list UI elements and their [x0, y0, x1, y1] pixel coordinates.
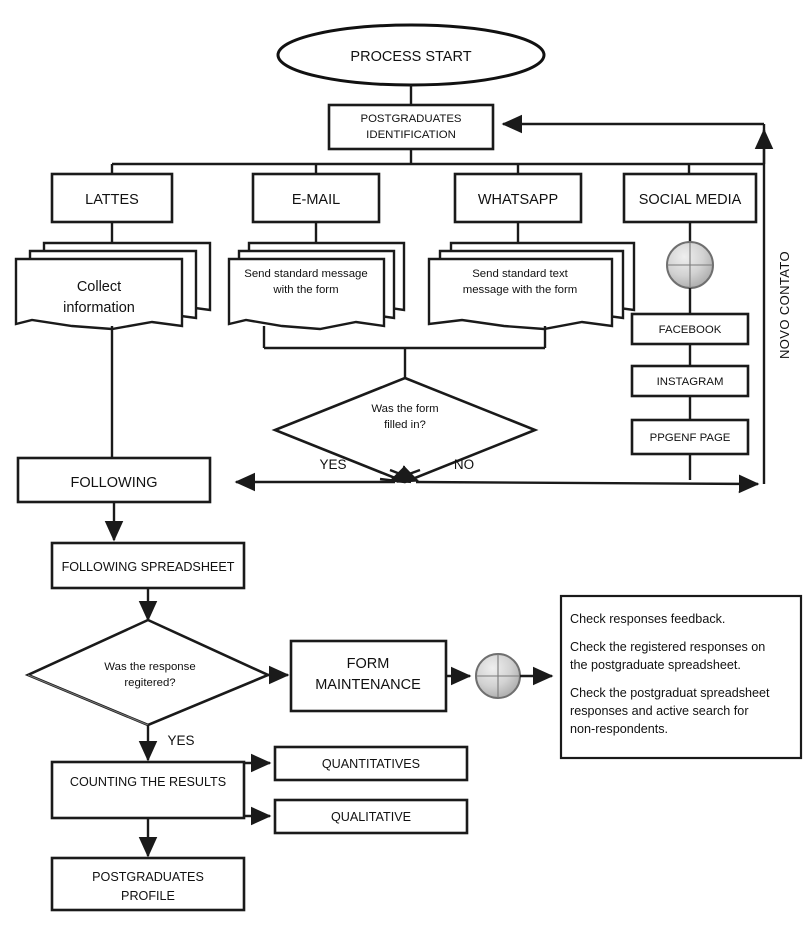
counting-results-box[interactable]	[50, 760, 246, 820]
form-maintenance-box[interactable]	[289, 639, 448, 713]
form-maintenance-line-2: MAINTENANCE	[315, 677, 421, 693]
social-media-junction-cross-icon	[667, 242, 713, 288]
channel-box-social-media[interactable]	[622, 172, 758, 224]
note-line-5: responses and active search for	[570, 704, 749, 718]
postgraduates-identification-box	[327, 103, 495, 151]
document-whatsapp-line-2: message with the form	[463, 284, 578, 296]
branch-label-no: NO	[454, 457, 474, 472]
social-page-label-instagram: INSTAGRAM	[657, 376, 724, 388]
result-label-quantitatives: QUANTITATIVES	[322, 757, 420, 771]
social-page-label-ppgenf: PPGENF PAGE	[650, 432, 731, 444]
social-page-box-instagram[interactable]	[630, 364, 750, 398]
note-line-1: Check responses feedback.	[570, 612, 725, 626]
channel-box-email[interactable]	[251, 172, 381, 224]
process-start-label: PROCESS START	[350, 49, 471, 65]
postgraduates-profile-box[interactable]	[50, 856, 246, 912]
following-label: FOLLOWING	[70, 475, 157, 491]
result-label-qualitative: QUALITATIVE	[331, 810, 411, 824]
identification-line-1: POSTGRADUATES	[360, 113, 461, 125]
counting-results-label: COUNTING THE RESULTS	[70, 775, 226, 789]
document-lattes-line-1: Collect	[77, 279, 121, 295]
note-line-3: the postgraduate spreadsheet.	[570, 658, 741, 672]
document-stack-email-layer-1	[227, 257, 386, 331]
note-line-6: non-respondents.	[570, 722, 668, 736]
form-maintenance-junction-cross-icon	[476, 654, 520, 698]
note-line-4: Check the postgraduat spreadsheet	[570, 686, 770, 700]
document-whatsapp-line-1: Send standard text	[472, 268, 568, 280]
decision-form-line-1: Was the form	[371, 403, 438, 415]
channel-label-social-media: SOCIAL MEDIA	[639, 192, 742, 208]
following-spreadsheet-label: FOLLOWING SPREADSHEET	[62, 560, 235, 574]
note-box	[559, 594, 803, 760]
profile-line-1: POSTGRADUATES	[92, 870, 204, 884]
edge-no-to-loop	[415, 474, 760, 494]
result-box-qualitative[interactable]	[273, 798, 469, 835]
social-page-label-facebook: FACEBOOK	[659, 324, 722, 336]
note-line-2: Check the registered responses on	[570, 640, 765, 654]
form-maintenance-line-1: FORM	[347, 656, 390, 672]
social-page-box-facebook[interactable]	[630, 312, 750, 346]
channel-label-whatsapp: WHATSAPP	[478, 192, 558, 208]
channel-label-lattes: LATTES	[85, 192, 139, 208]
decision-form-line-2: filled in?	[384, 419, 426, 431]
document-lattes-line-2: information	[63, 300, 135, 316]
document-email-line-2: with the form	[272, 284, 338, 296]
document-email-line-1: Send standard message	[244, 268, 367, 280]
following-spreadsheet-box[interactable]	[50, 541, 246, 590]
decision-response-line-2: regitered?	[124, 677, 175, 689]
decision-response-yes-label: YES	[167, 733, 194, 748]
identification-line-2: IDENTIFICATION	[366, 129, 456, 141]
branch-label-yes: YES	[319, 457, 346, 472]
decision-cross-right-stub	[389, 465, 420, 483]
channel-label-email: E-MAIL	[292, 192, 340, 208]
decision-response-inner-hairline	[27, 674, 149, 726]
loop-label-novo-contato: NOVO CONTATO	[777, 251, 792, 359]
result-box-quantitatives[interactable]	[273, 745, 469, 782]
decision-response-line-1: Was the response	[104, 661, 195, 673]
profile-line-2: PROFILE	[121, 889, 175, 903]
channel-box-lattes[interactable]	[50, 172, 174, 224]
